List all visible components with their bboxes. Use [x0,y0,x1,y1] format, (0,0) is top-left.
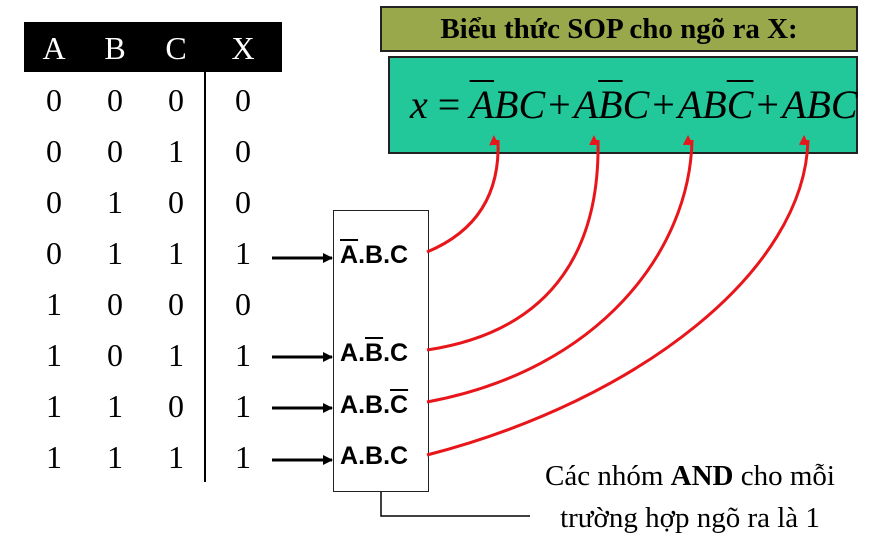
header-x: X [231,30,255,66]
note-line-1-bold: AND [670,460,734,492]
and-term-part: B [365,442,384,470]
expr-term-var: C [518,82,546,127]
and-term-part: . [358,391,366,419]
and-term-part: A [340,442,359,470]
truth-table-cell-b: 0 [107,133,123,169]
expr-plus: + [652,82,675,127]
truth-table-cell-a: 0 [46,133,62,169]
note-line-1-pre: Các nhóm [545,460,671,492]
truth-table-cell-b: 1 [107,184,123,220]
truth-table-cell-b: 1 [107,235,123,271]
expr-equals: = [437,82,461,127]
truth-table-header [24,22,282,72]
truth-table-cell-c: 0 [168,286,184,322]
truth-table-cell-a: 1 [46,286,62,322]
and-term-part: C [390,391,409,419]
and-term-part: . [383,339,391,367]
expr-term-var: B [494,82,519,127]
and-term-4: A.B.C [340,441,408,471]
expr-lhs: x [410,82,428,127]
connector-term-4 [426,134,810,457]
expr-term: ABC [678,82,754,127]
truth-table-cell-b: 0 [107,286,123,322]
and-term-part: A [340,339,359,367]
expr-term-var: B [702,82,727,127]
truth-table-cell-a: 0 [46,235,62,271]
truth-table-cell-b: 0 [107,337,123,373]
expr-plus: + [548,82,571,127]
truth-table-cell-x: 1 [235,337,251,373]
truth-table-cell-b: 0 [107,82,123,118]
and-term-3: A.B.C [340,390,408,420]
expr-term-var: C [726,82,754,127]
truth-table-cell-b: 1 [107,439,123,475]
header-a: A [42,30,66,66]
truth-table-cell-c: 0 [168,388,184,424]
sop-title: Biểu thức SOP cho ngõ ra X: [380,6,858,52]
expr-term-var: C [622,82,650,127]
expr-term-var: A [573,82,599,127]
connector-term-1 [426,135,500,254]
truth-table-cell-c: 1 [168,235,184,271]
and-term-2: A.B.C [340,338,408,368]
and-term-part: B [365,339,384,367]
expr-term: ABC [782,82,858,127]
header-b: B [104,30,126,66]
and-term-1: A.B.C [340,240,408,270]
note-line-1-post: cho mỗi [733,460,835,492]
and-terms-box [333,210,429,492]
truth-table-cell-a: 0 [46,82,62,118]
truth-table-divider [204,72,206,482]
and-term-part: C [390,241,409,269]
and-term-part: B [365,241,384,269]
expr-term: ABC [574,82,650,127]
truth-table-cell-c: 0 [168,184,184,220]
and-term-part: C [390,339,409,367]
truth-table-cell-x: 0 [235,133,251,169]
truth-table-cell-b: 1 [107,388,123,424]
expr-term-var: A [677,82,703,127]
and-term-part: . [358,339,366,367]
connector-term-3 [426,134,694,404]
truth-table-cell-c: 1 [168,337,184,373]
expr-term-var: A [781,82,807,127]
truth-table-cell-c: 0 [168,82,184,118]
note-line-1: Các nhóm AND cho mỗi [500,458,880,494]
and-term-part: . [383,241,391,269]
and-term-part: A [340,241,359,269]
truth-table-cell-c: 1 [168,439,184,475]
truth-table-cell-c: 1 [168,133,184,169]
note-bracket [380,492,530,517]
expr-term: ABC [470,82,546,127]
expr-term-var: C [830,82,858,127]
note-line-2: trường hợp ngõ ra là 1 [560,502,820,534]
expr-term-var: A [469,82,495,127]
truth-table-cell-x: 1 [235,439,251,475]
and-term-part: . [358,241,366,269]
truth-table-cell-x: 0 [235,286,251,322]
expr-term-var: B [598,82,623,127]
truth-table-cell-x: 1 [235,235,251,271]
expr-term-var: B [806,82,831,127]
and-term-part: C [390,442,409,470]
and-term-part: . [358,442,366,470]
truth-table-cell-x: 0 [235,82,251,118]
expr-terms: ABC+ABC+ABC+ABC [470,82,858,127]
truth-table-cell-a: 1 [46,388,62,424]
and-term-part: B [365,391,384,419]
header-c: C [165,30,187,66]
sop-expression-box: x = ABC+ABC+ABC+ABC [388,56,858,154]
truth-table-cell-x: 1 [235,388,251,424]
expr-plus: + [756,82,779,127]
truth-table-cell-x: 0 [235,184,251,220]
and-term-part: A [340,391,359,419]
connector-term-2 [426,135,600,352]
truth-table-cell-a: 0 [46,184,62,220]
truth-table-cell-a: 1 [46,439,62,475]
and-term-part: . [383,442,391,470]
truth-table-cell-a: 1 [46,337,62,373]
sop-expression: x = ABC+ABC+ABC+ABC [390,80,858,130]
and-term-part: . [383,391,391,419]
